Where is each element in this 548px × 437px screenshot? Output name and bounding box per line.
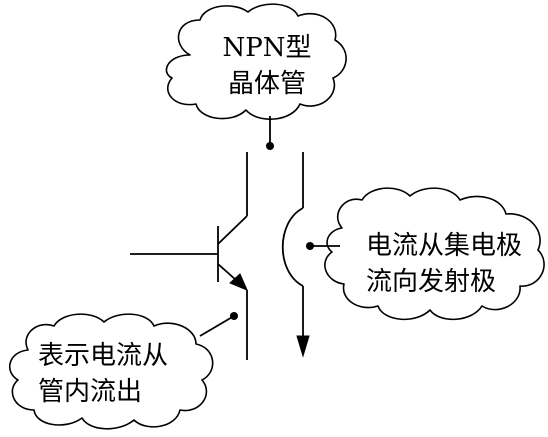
callout-right-line2: 流向发射极 <box>366 267 497 297</box>
callout-top-line2: 晶体管 <box>227 69 306 99</box>
callout-top-text: NPN型 晶体管 <box>212 30 322 102</box>
current-arc <box>282 207 304 287</box>
leader-dot-left <box>230 312 238 320</box>
leader-dot-right <box>306 242 314 250</box>
callout-left-line2: 管内流出 <box>38 377 143 407</box>
emitter-diagonal <box>217 263 237 281</box>
callout-left-text: 表示电流从 管内流出 <box>38 338 168 410</box>
callout-top-line1: NPN型 <box>222 33 312 63</box>
current-arrow <box>296 335 310 358</box>
collector-diagonal <box>217 215 248 245</box>
callout-left-line1: 表示电流从 <box>38 341 169 371</box>
cloud-top <box>165 3 347 120</box>
leader-dot-top <box>266 142 274 150</box>
cloud-right <box>324 187 545 321</box>
emitter-arrow <box>229 273 248 291</box>
leader-left <box>199 315 235 337</box>
callout-right-line1: 电流从集电极 <box>366 231 523 261</box>
cloud-left <box>8 313 214 430</box>
callout-right-text: 电流从集电极 流向发射极 <box>366 228 522 300</box>
